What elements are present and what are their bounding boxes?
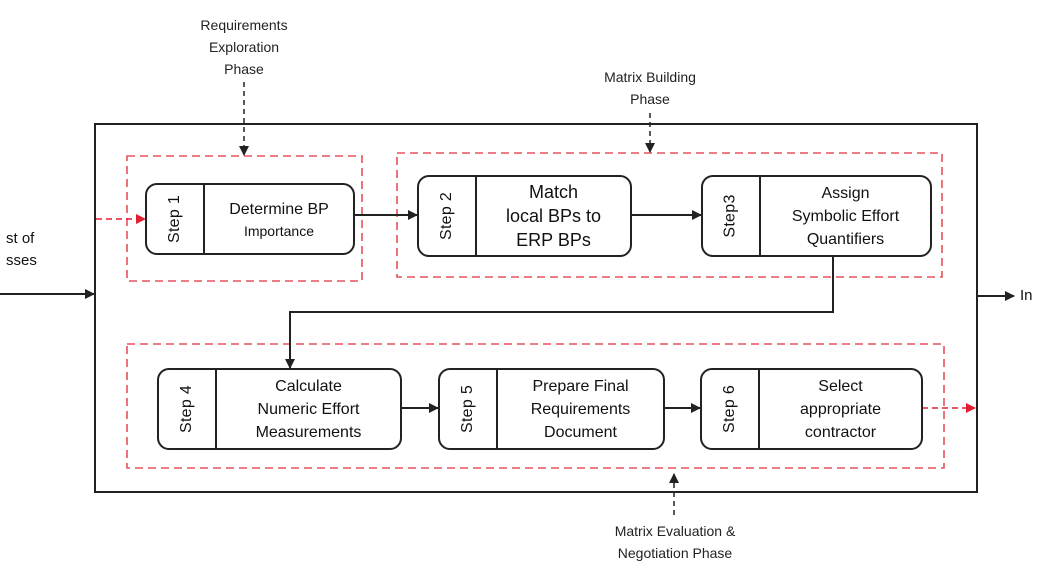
phase-label-line: Matrix Building [604, 69, 696, 85]
step-text-line: appropriate [800, 400, 881, 418]
phase-label-line: Phase [630, 91, 670, 107]
step-4-text: Calculate Numeric Effort Measurements [217, 370, 400, 448]
step-text-line: Calculate [275, 377, 342, 395]
step-1-box: Step 1 Determine BP Importance [145, 183, 355, 255]
output-label: In [1020, 287, 1033, 304]
phase-label-line: Phase [224, 61, 264, 77]
step-number: Step 1 [166, 194, 183, 244]
step-6-text: Select appropriate contractor [760, 370, 921, 448]
step-text-line: Select [818, 377, 863, 395]
step-4-tab: Step 4 [159, 370, 217, 448]
step-number: Step3 [722, 194, 739, 238]
step-3-text: Assign Symbolic Effort Quantifiers [761, 177, 930, 255]
step-text-line: Assign [821, 184, 870, 202]
arrow-step3-step4 [285, 256, 834, 369]
step-5-box: Step 5 Prepare Final Requirements Docume… [438, 368, 665, 450]
evaluation-phase-box [126, 343, 945, 469]
step-text-line: Measurements [255, 423, 362, 441]
step-number: Step 5 [459, 384, 476, 434]
step-number: Step 6 [721, 384, 738, 434]
step-6-tab: Step 6 [702, 370, 760, 448]
phase-label-line: Matrix Evaluation & [614, 523, 736, 539]
step-2-box: Step 2 Match local BPs to ERP BPs [417, 175, 632, 257]
step-text-line: Document [544, 423, 617, 441]
step-text-line: Numeric Effort [257, 400, 360, 418]
step-3-box: Step3 Assign Symbolic Effort Quantifiers [701, 175, 932, 257]
step-1-tab: Step 1 [147, 185, 205, 253]
step-text-line: contractor [804, 423, 877, 441]
phase-label-line: Requirements [200, 17, 288, 33]
step-2-tab: Step 2 [419, 177, 477, 255]
step-text-line: Match [528, 182, 579, 202]
step-1-text: Determine BP Importance [205, 185, 353, 253]
step-text-line: Quantifiers [806, 230, 885, 248]
exploration-phase-label: Requirements Exploration Phase [174, 14, 314, 80]
step-text-line: Prepare Final [532, 377, 629, 395]
step-number: Step 4 [178, 384, 195, 434]
outer-frame [94, 123, 978, 493]
building-phase-label: Matrix Building Phase [575, 66, 725, 110]
step-3-tab: Step3 [703, 177, 761, 255]
input-label: st of sses [6, 228, 37, 272]
step-number: Step 2 [438, 191, 455, 241]
step-text-line: Importance [243, 222, 315, 239]
step-5-tab: Step 5 [440, 370, 498, 448]
step-text-line: ERP BPs [516, 230, 591, 250]
phase-label-line: Negotiation Phase [617, 545, 733, 561]
step-6-box: Step 6 Select appropriate contractor [700, 368, 923, 450]
step-5-text: Prepare Final Requirements Document [498, 370, 663, 448]
step-text-line: local BPs to [505, 206, 602, 226]
step-4-box: Step 4 Calculate Numeric Effort Measurem… [157, 368, 402, 450]
evaluation-phase-label: Matrix Evaluation & Negotiation Phase [580, 520, 770, 564]
step-2-text: Match local BPs to ERP BPs [477, 177, 630, 255]
step-text-line: Symbolic Effort [791, 207, 900, 225]
phase-label-line: Exploration [208, 39, 280, 55]
input-label-line: sses [6, 252, 37, 269]
step-text-line: Determine BP [229, 200, 329, 218]
step-text-line: Requirements [530, 400, 631, 418]
input-label-line: st of [6, 230, 35, 247]
